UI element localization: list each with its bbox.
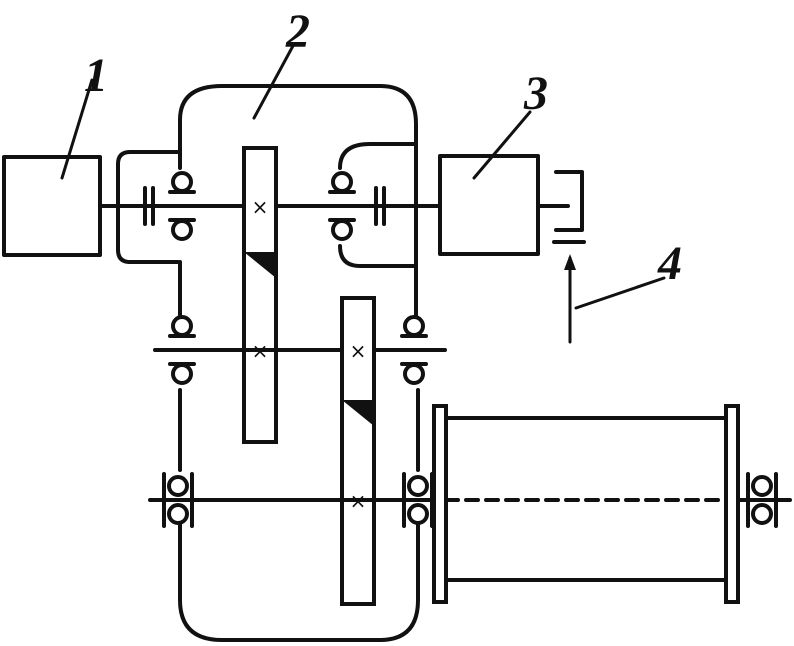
gear-cross-2: × <box>252 339 269 363</box>
label-gearbox: 2 <box>286 5 310 58</box>
drum-flange-right <box>724 404 740 604</box>
gearbox-housing <box>178 84 420 642</box>
leader-1 <box>60 78 94 180</box>
gear-cross-1: × <box>252 195 269 219</box>
leader-4 <box>574 276 666 310</box>
brake-drum <box>554 170 584 232</box>
motor-box <box>2 155 102 257</box>
drum-flange-left <box>432 404 448 604</box>
leader-2 <box>252 42 296 120</box>
bearing-out-right <box>402 472 434 528</box>
gear-large-output <box>340 296 376 606</box>
bearing-input-left <box>168 171 196 241</box>
label-brake: 4 <box>658 237 682 290</box>
bearing-out-left <box>162 472 194 528</box>
bearing-mid-left <box>168 315 196 385</box>
gear-large-input-mark <box>244 252 276 278</box>
leader-3 <box>472 110 532 180</box>
coupling-housing-left <box>116 150 180 264</box>
bearing-drum-end <box>746 472 778 528</box>
label-brake-unit: 3 <box>524 67 548 120</box>
bearing-input-right <box>328 171 356 241</box>
coupling-housing-right <box>338 142 418 268</box>
bearing-mid-right <box>400 315 428 385</box>
brake-unit-box <box>438 154 540 256</box>
label-motor: 1 <box>84 49 108 102</box>
gear-cross-3: × <box>350 339 367 363</box>
gear-large-input <box>242 146 278 444</box>
brake-arrow <box>564 254 576 270</box>
gear-large-output-mark <box>342 400 374 426</box>
gear-cross-4: × <box>350 489 367 513</box>
